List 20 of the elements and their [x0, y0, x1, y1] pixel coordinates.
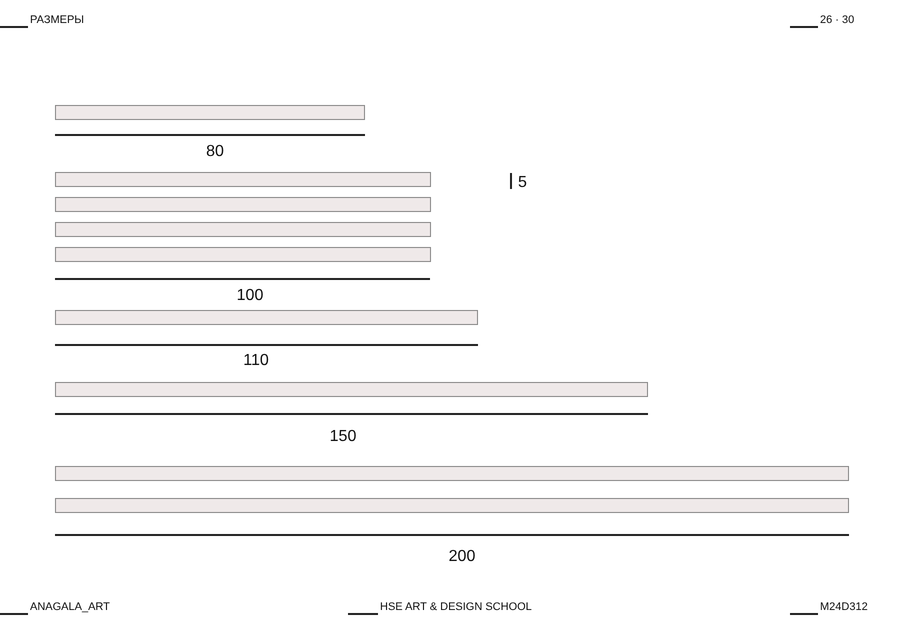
dimension-value: 110	[243, 353, 269, 369]
material-bar	[55, 498, 849, 513]
material-bar	[55, 382, 648, 397]
project-code: M24D312	[820, 602, 868, 613]
material-bar	[55, 172, 431, 187]
material-bar	[55, 310, 478, 325]
dimension-value: 150	[330, 429, 356, 445]
material-bar	[55, 197, 431, 212]
page-title: РАЗМЕРЫ	[30, 15, 84, 26]
page-number: 26 · 30	[820, 15, 854, 26]
material-bar	[55, 247, 431, 262]
author-name: ANAGALA_ART	[30, 602, 110, 613]
dimension-value: 200	[448, 549, 476, 565]
dimension-value: 5	[518, 175, 527, 191]
material-bar	[55, 105, 365, 120]
school-name: HSE ART & DESIGN SCHOOL	[380, 602, 532, 613]
material-bar	[55, 466, 849, 481]
dimension-value: 80	[206, 144, 224, 160]
material-bar	[55, 222, 431, 237]
dimension-value: 100	[236, 288, 264, 304]
